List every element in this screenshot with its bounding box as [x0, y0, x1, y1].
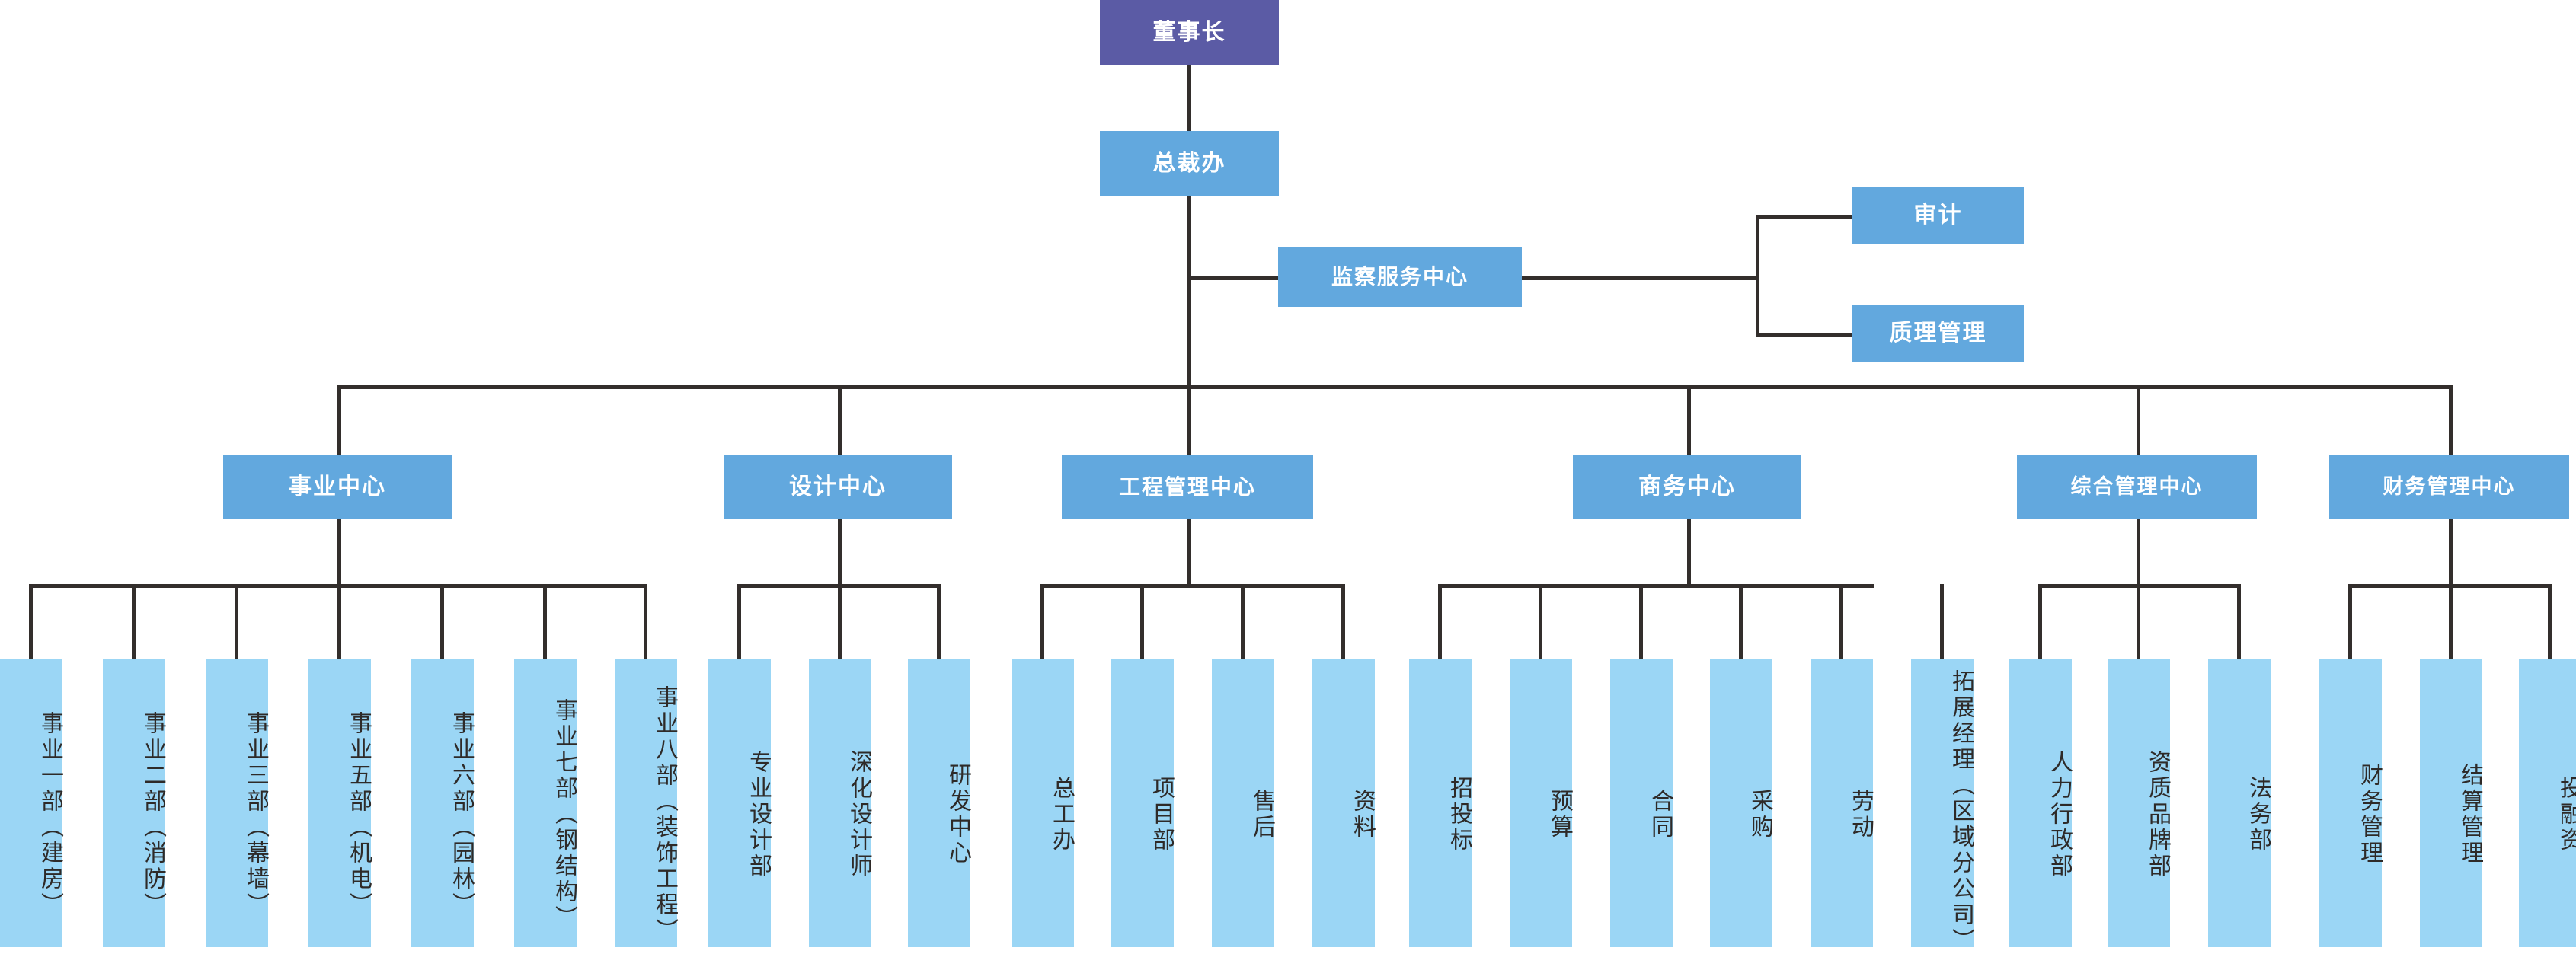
- node-division-business-center[interactable]: 事业中心: [223, 455, 452, 519]
- connector-drop-division-4: [2137, 385, 2140, 455]
- connector-drop-division-1: [838, 385, 842, 455]
- leaf-node[interactable]: 人力行政部: [2009, 659, 2072, 947]
- connector-group4-leaf-0: [2038, 584, 2042, 659]
- leaf-node[interactable]: 研发中心: [908, 659, 970, 947]
- leaf-node[interactable]: 项目部: [1111, 659, 1174, 947]
- leaf-node[interactable]: 采购: [1710, 659, 1772, 947]
- connector-president-to-inspection: [1187, 276, 1278, 280]
- connector-group4-leaf-1: [2137, 584, 2140, 659]
- node-division-finance-center[interactable]: 财务管理中心: [2329, 455, 2569, 519]
- connector-to-quality-management: [1756, 333, 1855, 337]
- connector-group3-leaf-2: [1639, 584, 1643, 659]
- connector-group0-leaf-2: [235, 584, 238, 659]
- leaf-node[interactable]: 拓展经理（区域分公司）: [1911, 659, 1974, 954]
- node-division-engineering-center[interactable]: 工程管理中心: [1062, 455, 1313, 519]
- node-audit[interactable]: 审计: [1852, 187, 2024, 244]
- leaf-node[interactable]: 事业三部（幕墙）: [206, 659, 268, 947]
- leaf-node[interactable]: 结算管理: [2420, 659, 2482, 947]
- connector-drop-division-3: [1687, 385, 1691, 455]
- node-president-office[interactable]: 总裁办: [1100, 131, 1279, 196]
- connector-group3-leaf-3: [1739, 584, 1743, 659]
- leaf-node[interactable]: 法务部: [2208, 659, 2271, 947]
- connector-group0-leaf-4: [440, 584, 444, 659]
- leaf-node[interactable]: 事业一部（建房）: [0, 659, 62, 947]
- connector-group3-leaf-4: [1839, 584, 1843, 659]
- connector-group5-leaf-0: [2348, 584, 2352, 659]
- leaf-node[interactable]: 事业八部（装饰工程）: [615, 659, 677, 947]
- connector-group2-leaf-0: [1040, 584, 1044, 659]
- connector-drop-division-5: [2449, 385, 2453, 455]
- leaf-node[interactable]: 专业设计部: [708, 659, 771, 947]
- connector-drop-division-2: [1187, 385, 1191, 455]
- leaf-node[interactable]: 招投标: [1409, 659, 1472, 947]
- leaf-node[interactable]: 资质品牌部: [2108, 659, 2170, 947]
- connector-group4-stem: [2137, 519, 2140, 586]
- leaf-node[interactable]: 深化设计师: [809, 659, 871, 947]
- connector-group2-bus: [1040, 584, 1345, 588]
- connector-group2-leaf-2: [1241, 584, 1245, 659]
- leaf-node[interactable]: 预算: [1510, 659, 1572, 947]
- connector-group2-leaf-3: [1341, 584, 1345, 659]
- connector-group5-leaf-1: [2449, 584, 2453, 659]
- node-division-general-management-center[interactable]: 综合管理中心: [2017, 455, 2257, 519]
- connector-group1-stem: [838, 519, 842, 586]
- connector-group3-leaf-5: [1940, 584, 1944, 659]
- leaf-node[interactable]: 事业七部（钢结构）: [514, 659, 577, 947]
- connector-group0-leaf-0: [29, 584, 33, 659]
- node-quality-management[interactable]: 质理管理: [1852, 305, 2024, 362]
- connector-group1-leaf-0: [737, 584, 741, 659]
- connector-group0-leaf-3: [337, 584, 341, 659]
- connector-group0-stem: [337, 519, 341, 586]
- connector-chairman-to-president: [1187, 65, 1191, 131]
- leaf-node[interactable]: 资料: [1312, 659, 1375, 947]
- connector-inspection-right: [1522, 276, 1759, 280]
- connector-to-audit: [1756, 215, 1855, 219]
- connector-group3-stem: [1687, 519, 1691, 586]
- node-chairman[interactable]: 董事长: [1100, 0, 1279, 65]
- leaf-node[interactable]: 投融资: [2519, 659, 2576, 947]
- leaf-node[interactable]: 总工办: [1012, 659, 1074, 947]
- connector-president-down: [1187, 196, 1191, 387]
- connector-group0-leaf-1: [132, 584, 136, 659]
- connector-group4-leaf-2: [2237, 584, 2241, 659]
- connector-group5-stem: [2449, 519, 2453, 586]
- leaf-node[interactable]: 财务管理: [2319, 659, 2382, 947]
- connector-group0-leaf-5: [543, 584, 547, 659]
- connector-group2-leaf-1: [1140, 584, 1144, 659]
- connector-group3-leaf-0: [1438, 584, 1442, 659]
- connector-group2-stem: [1187, 519, 1191, 586]
- connector-drop-division-0: [337, 385, 341, 455]
- leaf-node[interactable]: 事业五部（机电）: [308, 659, 371, 947]
- leaf-node[interactable]: 事业六部（园林）: [411, 659, 474, 947]
- connector-group0-leaf-6: [644, 584, 647, 659]
- connector-group5-leaf-2: [2548, 584, 2552, 659]
- connector-inspection-bus: [1756, 215, 1759, 337]
- connector-divisions-bus: [337, 385, 2451, 389]
- connector-group1-leaf-1: [838, 584, 842, 659]
- connector-group3-bus: [1438, 584, 1874, 588]
- leaf-node[interactable]: 售后: [1212, 659, 1274, 947]
- node-inspection-center[interactable]: 监察服务中心: [1278, 247, 1522, 307]
- connector-group1-leaf-2: [937, 584, 941, 659]
- leaf-node[interactable]: 劳动: [1811, 659, 1873, 947]
- leaf-node[interactable]: 合同: [1610, 659, 1673, 947]
- node-division-design-center[interactable]: 设计中心: [724, 455, 952, 519]
- leaf-node[interactable]: 事业二部（消防）: [103, 659, 165, 947]
- node-division-commerce-center[interactable]: 商务中心: [1573, 455, 1801, 519]
- connector-group3-leaf-1: [1539, 584, 1542, 659]
